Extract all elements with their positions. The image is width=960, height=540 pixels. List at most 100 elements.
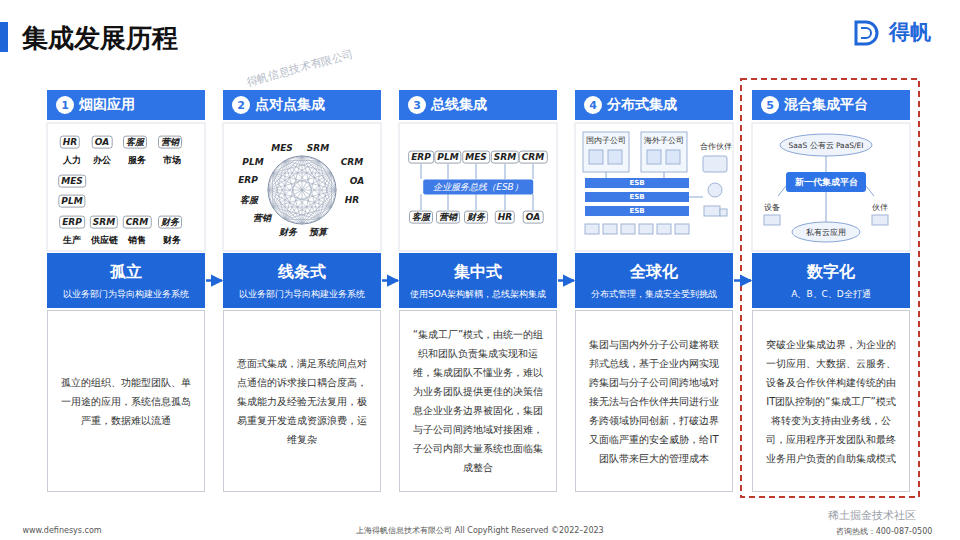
stage-header: 点对点集成 2: [223, 90, 381, 120]
system-caption: 生产: [63, 235, 81, 246]
system-badge: 财务: [464, 211, 488, 224]
system-badge: PLM: [58, 195, 85, 208]
system-name: HR: [344, 195, 360, 206]
stage-band: 数字化 A、B、C、D全打通: [752, 253, 910, 308]
figure-label: 合作伙伴: [700, 142, 732, 151]
system-name: 财务: [278, 227, 298, 238]
system-caption: 供应链: [91, 235, 118, 246]
stage-keyword: 孤立: [110, 261, 142, 283]
figure-label: 伙伴: [872, 203, 888, 212]
stage-header: 总线集成 3: [399, 90, 557, 120]
system-caption: 服务: [128, 155, 146, 166]
figure-label: 私有云应用: [806, 228, 846, 237]
company-logo: 得帆: [889, 20, 931, 45]
figure-label: 国内子公司: [586, 136, 626, 145]
system-name: SRM: [306, 143, 330, 154]
system-badge: OA: [92, 136, 113, 149]
system-badge: CRM: [519, 151, 548, 164]
stage-description: 孤立的组织、功能型团队、单一用途的应用，系统信息孤岛严重，数据难以流通: [47, 310, 205, 492]
step-number: 3: [408, 96, 426, 114]
system-badge: OA: [523, 211, 544, 224]
stage-title: 分布式集成: [607, 96, 677, 114]
footer-text: www.definesys.com: [22, 526, 101, 536]
system-name: ERP: [237, 175, 259, 186]
system-badge: CRM: [123, 216, 152, 229]
figure-label: 海外子公司: [644, 136, 684, 145]
system-badge: 客服: [409, 211, 433, 224]
step-number-text: 1: [61, 99, 69, 112]
system-badge: 营销: [158, 136, 182, 149]
stage-arrow: [206, 279, 222, 282]
bus-label: ESB: [629, 194, 644, 201]
step-number: 5: [761, 96, 779, 114]
system-caption: 销售: [128, 235, 146, 246]
stage-arrow: [734, 279, 751, 282]
system-badge: PLM: [434, 151, 461, 164]
slide-title: 集成发展历程: [22, 22, 178, 54]
figure-label: SaaS 公有云 PaaS/EI: [788, 141, 863, 150]
stage-description-text: 孤立的组织、功能型团队、单一用途的应用，系统信息孤岛严重，数据难以流通: [58, 373, 194, 430]
platform-label: 新一代集成平台: [795, 177, 858, 187]
bus-label: ESB: [629, 208, 644, 215]
stage-description-text: 集团与国内外分子公司建将联邦式总线，基于企业内网实现跨集团与分子公司间跨地域对接…: [586, 335, 722, 468]
logo-icon: [856, 22, 877, 44]
stage-band: 全球化分布式管理，集成安全受到挑战: [575, 253, 733, 308]
watermark: 得帆信息技术有限公司: [245, 47, 355, 88]
stage-title: 烟囱应用: [79, 96, 135, 114]
title-bar: [0, 22, 8, 52]
step-number-text: 4: [589, 99, 597, 112]
stage-band: 集中式使用SOA架构解耦，总线架构集成: [399, 253, 557, 308]
stage-keyword: 线条式: [278, 261, 326, 283]
stage-keyword: 数字化: [807, 261, 855, 283]
system-badge: HR: [60, 136, 80, 149]
stage-header: 混合集成平台 5: [752, 90, 910, 120]
stage-description-text: 突破企业集成边界，为企业的一切应用、大数据、云服务、设备及合作伙伴构建传统的由I…: [763, 335, 899, 468]
stage-header: 烟囱应用 1: [47, 90, 205, 120]
system-caption: 财务: [163, 235, 181, 246]
system-badge: SRM: [90, 216, 118, 229]
highlight-frame: [741, 79, 919, 497]
bus-bar-label: 企业服务总线（ESB）: [423, 180, 533, 195]
stage-keyword: 全球化: [630, 261, 678, 283]
illustration-frames: [47, 123, 910, 251]
stage-subtitle: 以业务部门为导向构建业务系统: [239, 287, 365, 301]
stage-title: 总线集成: [431, 96, 487, 114]
step-number-text: 2: [237, 99, 245, 112]
stage-subtitle: 使用SOA架构解耦，总线架构集成: [410, 287, 546, 301]
system-badge: ERP: [408, 151, 434, 164]
system-badge: MES: [58, 175, 86, 188]
step-number-text: 5: [766, 99, 774, 112]
stage-subtitle: A、B、C、D全打通: [791, 287, 871, 301]
stage-subtitle: 分布式管理，集成安全受到挑战: [591, 287, 717, 301]
system-caption: 人力: [63, 155, 81, 166]
stage-band: 线条式以业务部门为导向构建业务系统: [223, 253, 381, 308]
stage-header: 分布式集成 4: [575, 90, 733, 120]
watermark: 稀土掘金技术社区: [828, 509, 916, 522]
system-badge: ERP: [59, 216, 85, 229]
stage-title: 混合集成平台: [784, 96, 868, 114]
system-badge: HR: [495, 211, 515, 224]
system-badge: SRM: [491, 151, 519, 164]
stage-band: 孤立以业务部门为导向构建业务系统: [47, 253, 205, 308]
stage-description: 意面式集成，满足系统间点对点通信的诉求接口耦合度高，集成能力及经验无法复用，极易…: [223, 310, 381, 492]
stage-arrow: [382, 279, 398, 282]
system-name: 预算: [308, 227, 328, 238]
step-number: 4: [584, 96, 602, 114]
step-number-text: 3: [413, 99, 421, 112]
system-name: OA: [349, 176, 366, 187]
stage-subtitle: 以业务部门为导向构建业务系统: [63, 287, 189, 301]
stage-title: 点对点集成: [255, 96, 325, 114]
stage-description-text: 意面式集成，满足系统间点对点通信的诉求接口耦合度高，集成能力及经验无法复用，极易…: [234, 354, 370, 449]
stage-description: 突破企业集成边界，为企业的一切应用、大数据、云服务、设备及合作伙伴构建传统的由I…: [752, 310, 910, 492]
system-badge: 客服: [123, 136, 147, 149]
system-badge: 营销: [436, 211, 460, 224]
system-caption: 办公: [93, 155, 111, 166]
footer-text: 咨询热线：400-087-0500: [836, 527, 933, 537]
figure-label: 设备: [764, 203, 780, 212]
stage-description: 集团与国内外分子公司建将联邦式总线，基于企业内网实现跨集团与分子公司间跨地域对接…: [575, 310, 733, 492]
step-number: 1: [56, 96, 74, 114]
system-name: PLM: [241, 157, 264, 168]
system-name: 营销: [252, 213, 272, 224]
